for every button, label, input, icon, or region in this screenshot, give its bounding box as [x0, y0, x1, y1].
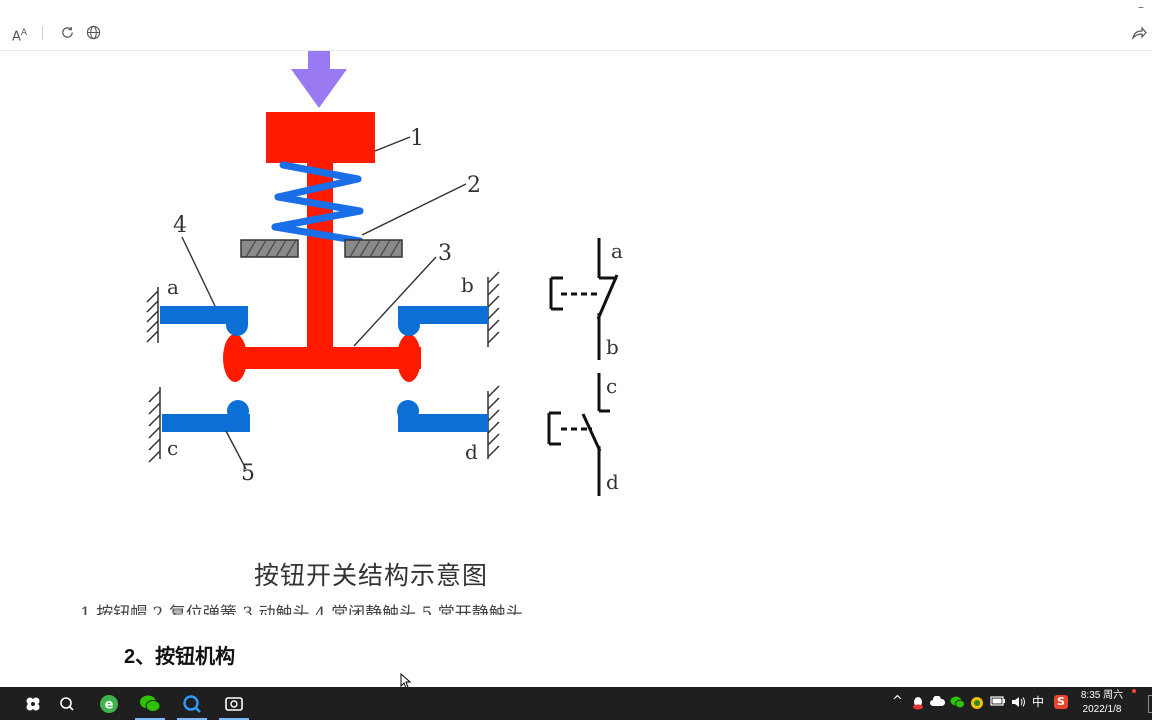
callout-5: 5: [241, 461, 255, 486]
nc-contact-b: [398, 306, 488, 336]
ime-indicator[interactable]: 中: [1032, 695, 1045, 709]
search-app-active-indicator: [177, 718, 207, 720]
wps-badge: S: [1054, 695, 1068, 709]
contact-label-c: c: [167, 436, 178, 460]
contact-label-d: d: [465, 440, 478, 464]
app-active-indicator: [219, 718, 249, 720]
section-heading: 2、按钮机构: [124, 646, 236, 668]
no-switch-symbol: [547, 373, 610, 496]
right-wall-top: [487, 271, 500, 347]
left-wall-bottom: [148, 387, 161, 463]
right-wall-bottom: [487, 385, 500, 459]
return-spring: [271, 161, 364, 245]
callout-3: 3: [438, 241, 452, 266]
contact-label-a: a: [167, 275, 179, 299]
volume-icon[interactable]: [1011, 696, 1026, 712]
symbol-label-d: d: [606, 470, 619, 494]
nc-contact-a: [160, 306, 248, 336]
moving-contact-bar: [225, 347, 421, 369]
start-icon[interactable]: [20, 691, 46, 717]
left-wall-top: [146, 287, 159, 343]
show-desktop-button[interactable]: [1148, 695, 1152, 713]
browser-icon[interactable]: e: [96, 691, 122, 717]
press-arrow-icon: [291, 51, 347, 108]
svg-text:e: e: [105, 698, 114, 713]
figure-legend: 1 按钮帽 2 复位弹簧 3 动触头 4 常闭静触头 5 常开静触头: [80, 604, 523, 615]
no-contact-c: [162, 400, 250, 432]
button-cap: [266, 112, 375, 163]
symbol-label-c: c: [606, 374, 617, 398]
fixed-guide-blocks: [240, 239, 403, 258]
qq-icon[interactable]: [912, 696, 924, 714]
callout-2: 2: [467, 173, 481, 198]
wechat-icon[interactable]: [137, 691, 163, 717]
callout-1: 1: [410, 126, 424, 151]
battery-icon[interactable]: [990, 696, 1006, 710]
figure-title: 按钮开关结构示意图: [254, 561, 489, 590]
symbol-label-a: a: [611, 239, 623, 263]
wps-icon[interactable]: S: [1054, 695, 1068, 709]
no-contact-d: [397, 400, 488, 432]
system-clock[interactable]: 8:35 周六 2022/1/8: [1072, 689, 1132, 717]
wechat-tray-icon[interactable]: [950, 696, 965, 713]
app-icon[interactable]: [221, 691, 247, 717]
browser-toolbar: AA –: [0, 0, 1152, 51]
tray-chevron-icon[interactable]: ^: [892, 694, 903, 709]
clock-date: 2022/1/8: [1082, 704, 1122, 715]
nc-switch-symbol: [549, 238, 619, 360]
toolbar-divider: [42, 26, 43, 40]
search-icon[interactable]: [54, 691, 80, 717]
search-app-icon[interactable]: [179, 691, 205, 717]
windows-taskbar: e ^ 中 S 8:35 周六 2022/1/8: [0, 687, 1152, 720]
button-stem: [307, 163, 333, 358]
notification-dot: [1132, 689, 1136, 693]
contact-label-b: b: [461, 273, 474, 297]
symbol-label-b: b: [606, 335, 619, 359]
read-aloud-icon[interactable]: AA: [12, 28, 28, 45]
callout-4: 4: [173, 213, 187, 238]
cloud-icon[interactable]: [930, 695, 946, 712]
gaming-tray-icon[interactable]: [970, 696, 984, 714]
share-icon[interactable]: [1131, 25, 1147, 44]
moving-contact-right: [397, 334, 421, 382]
refresh-icon[interactable]: [60, 25, 75, 44]
wechat-active-indicator: [135, 718, 165, 720]
push-button-structure-diagram: 1 2 3 4 5 a b c d: [146, 51, 623, 496]
callout-leaders: [181, 136, 467, 470]
minimize-button[interactable]: –: [1138, 0, 1144, 14]
globe-icon[interactable]: [86, 25, 101, 44]
moving-contact-left: [223, 334, 247, 382]
clock-time: 8:35 周六: [1080, 690, 1124, 701]
document-content: 1 2 3 4 5 a b c d: [0, 51, 1152, 687]
